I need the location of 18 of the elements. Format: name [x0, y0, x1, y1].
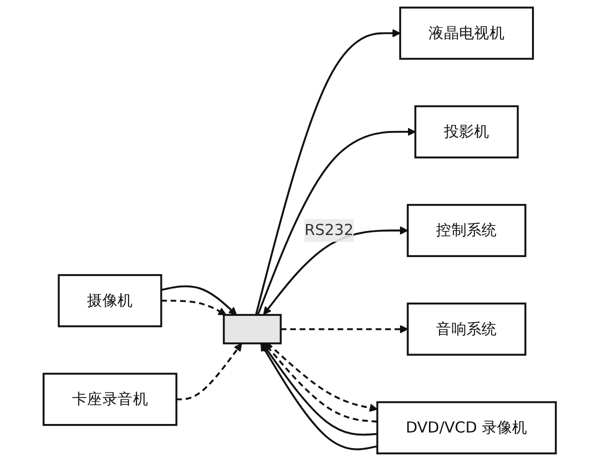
arrow	[255, 29, 401, 316]
arrow	[162, 300, 227, 316]
node-box: 投影机	[414, 105, 520, 158]
arrow	[263, 226, 408, 315]
arrow	[161, 285, 238, 316]
node-box: 卡座录音机	[42, 372, 178, 426]
arrow	[264, 343, 378, 423]
arrow	[267, 342, 378, 412]
node-box: 音响系统	[407, 302, 527, 356]
node-box: 液晶电视机	[400, 6, 534, 60]
arrow	[176, 342, 242, 400]
node-box: 控制系统	[407, 204, 527, 258]
arrow	[257, 128, 416, 316]
node-box: DVD/VCD 录像机	[376, 401, 558, 454]
node-box: 摄像机	[58, 274, 162, 328]
arrow	[281, 324, 408, 334]
edge-label: RS232	[304, 221, 354, 240]
node-box	[223, 314, 282, 344]
